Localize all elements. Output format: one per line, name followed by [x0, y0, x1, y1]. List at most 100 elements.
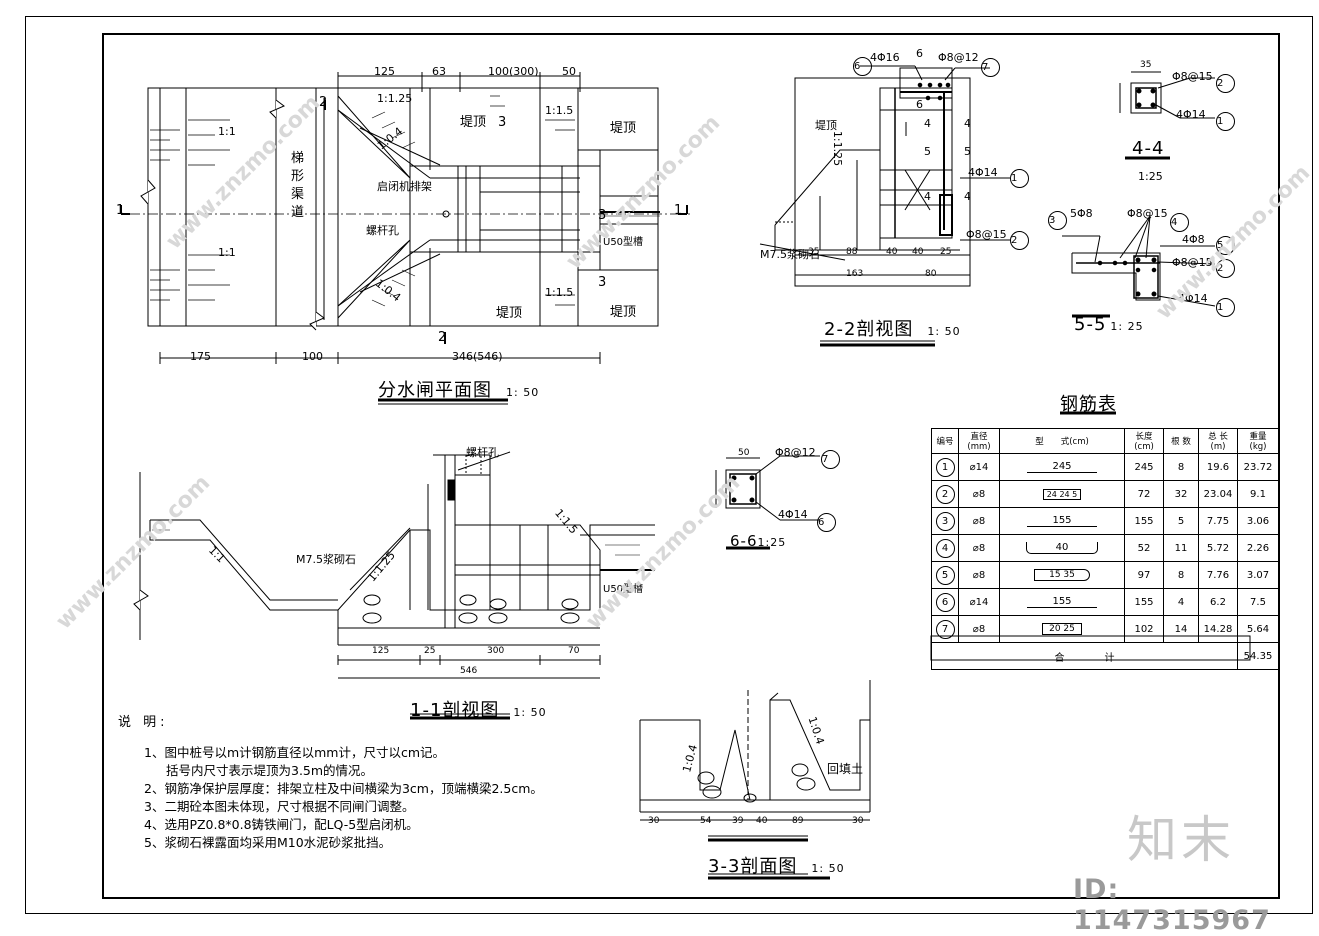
table-cell-shape: 20 25 — [999, 615, 1125, 643]
sec33-scale-text: 1: 50 — [811, 862, 845, 875]
sec44-bar-4phi14: 4Φ14 — [1176, 108, 1206, 121]
sec22-bar-phi8-12: Φ8@12 — [938, 51, 979, 64]
table-header-row: 编号 直径(mm) 型 式(cm) 长度(cm) 根 数 总 长(m) 重量 (… — [931, 428, 1279, 454]
table-cell-shape: 15 35 — [999, 561, 1125, 589]
callout-circle: 4 — [1170, 213, 1189, 232]
table-cell-cnt: 5 — [1163, 507, 1199, 535]
section-2-2-lines — [759, 65, 1010, 347]
sec44-circle-1: 1 — [1216, 112, 1235, 131]
table-cell-dia: ⌀8 — [958, 480, 1000, 508]
plan-view-lines — [120, 72, 690, 364]
sec44-circle-2: 2 — [1216, 74, 1235, 93]
plan-sec-mark-3-top: 3 — [498, 115, 507, 130]
table-cell-total: 23.04 — [1198, 480, 1238, 508]
sec66-title: 6-61:25 — [730, 532, 786, 550]
sec55-scale-text: 1: 25 — [1110, 320, 1144, 333]
sec11-dim-25: 25 — [424, 646, 436, 656]
shape-stirrup: 24 24 5 — [1042, 488, 1082, 500]
plan-dim-175: 175 — [190, 350, 211, 363]
section-4-4-lines — [1119, 71, 1215, 160]
sec22-bar-4phi16: 4Φ16 — [870, 51, 900, 64]
table-cell-len: 245 — [1124, 453, 1164, 481]
table-cell-total: 6.2 — [1198, 588, 1238, 616]
plan-slope-15-top: 1:1.5 — [545, 104, 574, 117]
table-row: 7 ⌀8 20 25 102 14 14.28 5.64 — [931, 615, 1279, 643]
sec22-dim-35: 35 — [808, 247, 820, 257]
table-cell-total: 19.6 — [1198, 453, 1238, 481]
table-cell-wt: 7.5 — [1237, 588, 1279, 616]
table-cell-total: 14.28 — [1198, 615, 1238, 643]
table-cell-no: 3 — [931, 507, 959, 535]
table-row: 1 ⌀14 245 245 8 19.6 23.72 — [931, 453, 1279, 481]
table-cell-dia: ⌀8 — [958, 615, 1000, 643]
sec55-bar-phi8-15a: Φ8@15 — [1127, 207, 1168, 220]
sec11-bolt-hole: 螺杆孔 — [466, 446, 499, 459]
table-cell-wt: 2.26 — [1237, 534, 1279, 562]
sec22-mark-5b: 5 — [964, 145, 971, 158]
sec22-circle-2: 2 — [1010, 231, 1029, 250]
callout-circle: 6 — [935, 592, 955, 612]
table-cell-no: 1 — [931, 453, 959, 481]
table-cell-dia: ⌀8 — [958, 561, 1000, 589]
sec33-backfill: 回填土 — [827, 762, 864, 776]
plan-bolt-hole-label: 螺杆孔 — [366, 224, 399, 237]
callout-circle: 6 — [817, 513, 836, 532]
table-cell-len: 52 — [1124, 534, 1164, 562]
sec66-circle-6: 6 — [817, 513, 836, 532]
sec44-title: 4-4 — [1132, 138, 1165, 159]
table-header: 总 长(m) — [1198, 428, 1238, 454]
table-sum-value: 54.35 — [1237, 642, 1279, 670]
section-3-3-lines — [639, 680, 871, 880]
section-6-6-lines — [715, 455, 820, 550]
sec55-title-text: 5-5 — [1074, 314, 1107, 335]
plan-sec-mark-3-bottom: 3 — [598, 275, 607, 290]
sec44-dim: 35 — [1140, 60, 1152, 70]
plan-dike-top-3: 堤顶 — [496, 306, 523, 321]
table-cell-wt: 5.64 — [1237, 615, 1279, 643]
plan-dim-346: 346(546) — [452, 350, 503, 363]
callout-circle: 2 — [1216, 74, 1235, 93]
note-item: 4、选用PZ0.8*0.8铸铁闸门，配LQ-5型启闭机。 — [144, 817, 419, 832]
sec22-circle-6: 6 — [853, 57, 872, 76]
channel-char: 梯 — [291, 151, 305, 166]
callout-circle: 1 — [1216, 112, 1235, 131]
sec11-title-text: 1-1剖视图 — [410, 700, 500, 721]
plan-dim-100b: 100 — [302, 350, 323, 363]
sec33-dim-30b: 30 — [852, 816, 864, 826]
sec11-masonry: M7.5浆砌石 — [296, 553, 356, 566]
sec22-mark-4b: 4 — [964, 117, 971, 130]
table-cell-len: 72 — [1124, 480, 1164, 508]
table-cell-dia: ⌀14 — [958, 588, 1000, 616]
table-cell-dia: ⌀8 — [958, 534, 1000, 562]
plan-slope-1-top: 1:1 — [218, 125, 236, 138]
sec44-scale: 1:25 — [1138, 170, 1163, 183]
plan-sec-mark-2-top: 2 — [319, 95, 328, 110]
table-row: 4 ⌀8 40 52 11 5.72 2.26 — [931, 534, 1279, 562]
sec22-bar-4phi14: 4Φ14 — [968, 166, 998, 179]
sec22-masonry: M7.5浆砌石 — [760, 248, 820, 261]
table-cell-len: 102 — [1124, 615, 1164, 643]
table-cell-total: 7.75 — [1198, 507, 1238, 535]
plan-dike-top-2: 堤顶 — [610, 121, 637, 136]
sec66-dim: 50 — [738, 448, 750, 458]
plan-dim-125: 125 — [374, 65, 395, 78]
callout-circle: 2 — [1010, 231, 1029, 250]
notes-heading: 说 明: — [118, 715, 169, 730]
table-cell-no: 4 — [931, 534, 959, 562]
table-row: 2 ⌀8 24 24 5 72 32 23.04 9.1 — [931, 480, 1279, 508]
callout-circle: 2 — [1216, 259, 1235, 278]
callout-circle: 7 — [935, 619, 955, 639]
sec22-dike-top: 堤顶 — [815, 119, 837, 132]
callout-circle: 4 — [935, 538, 955, 558]
sec22-dim-88: 88 — [846, 247, 858, 257]
sec33-dim-40: 40 — [756, 816, 768, 826]
rebar-table: 编号 直径(mm) 型 式(cm) 长度(cm) 根 数 总 长(m) 重量 (… — [931, 428, 1279, 670]
table-sum-row: 合 计 54.35 — [931, 642, 1279, 670]
table-row: 6 ⌀14 155 155 4 6.2 7.5 — [931, 588, 1279, 616]
sec22-mark-4c: 4 — [924, 190, 931, 203]
shape-straight: 245 — [1027, 461, 1097, 473]
note-item: 1、图中桩号以m计钢筋直径以mm计，尺寸以cm记。 — [144, 745, 446, 760]
callout-circle: 5 — [1216, 236, 1235, 255]
sec22-dim-40b: 40 — [912, 247, 924, 257]
sec55-circle-5: 5 — [1216, 236, 1235, 255]
